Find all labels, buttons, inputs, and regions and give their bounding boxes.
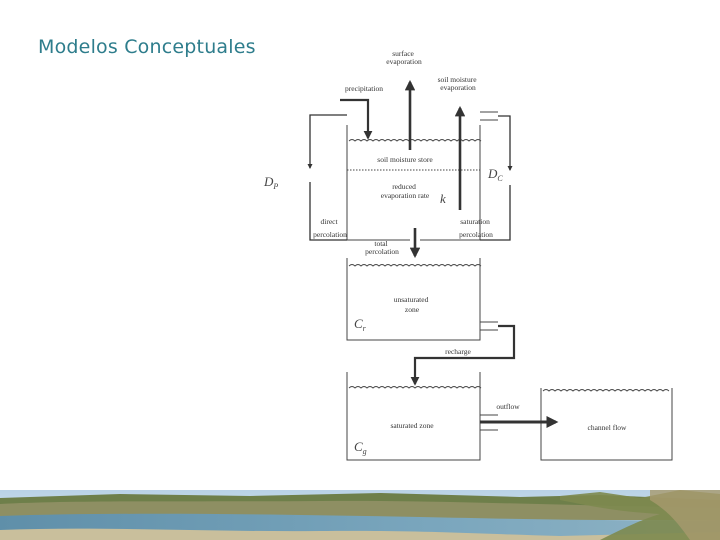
channel-water-surface bbox=[542, 389, 670, 392]
channel-tank bbox=[540, 388, 673, 461]
saturated-zone-label: saturated zone bbox=[390, 421, 434, 430]
recharge-arrow bbox=[410, 324, 516, 386]
overflow-gauge bbox=[480, 111, 498, 121]
soil-moisture-tank bbox=[346, 125, 481, 241]
reduced-evaporation-rate-label: reduced evaporation rate bbox=[381, 182, 430, 200]
slide-title: Modelos Conceptuales bbox=[38, 36, 256, 58]
symbol-dc: DC bbox=[487, 166, 503, 183]
total-percolation-label: total percolation bbox=[365, 239, 399, 256]
saturation-percolation-line bbox=[480, 185, 511, 241]
saturated-tank bbox=[346, 372, 481, 461]
symbol-k: k bbox=[440, 191, 446, 206]
saturation-percolation-label: saturation percolation bbox=[459, 217, 493, 239]
precipitation-arrow bbox=[340, 98, 373, 140]
precipitation-label: precipitation bbox=[345, 84, 383, 93]
recharge-label: recharge bbox=[445, 347, 471, 356]
unsaturated-outlet-stub bbox=[480, 321, 498, 331]
overflow-arrow bbox=[498, 115, 513, 172]
direct-percolation-label: direct percolation bbox=[313, 217, 347, 239]
saturated-outlet-stub bbox=[480, 414, 498, 431]
soil-moisture-store-label: soil moisture store bbox=[377, 155, 433, 164]
unsaturated-tank bbox=[346, 258, 481, 341]
symbol-cr: Cr bbox=[354, 316, 367, 333]
direct-percolation-line bbox=[309, 182, 347, 241]
symbol-dp: DP bbox=[263, 174, 278, 191]
outflow-label: outflow bbox=[496, 402, 520, 411]
saturated-water-surface bbox=[348, 386, 482, 389]
symbol-cg: Cg bbox=[354, 439, 367, 456]
unsaturated-zone-label: unsaturated zone bbox=[394, 295, 430, 314]
soil-moisture-evaporation-label: soil moisture evaporation bbox=[438, 75, 479, 92]
unsaturated-water-surface bbox=[348, 264, 482, 267]
channel-flow-label: channel flow bbox=[588, 423, 628, 432]
landscape-footer-image bbox=[0, 490, 720, 540]
surface-evaporation-label: surface evaporation bbox=[386, 49, 422, 66]
direct-percolation-arrow bbox=[307, 114, 347, 170]
